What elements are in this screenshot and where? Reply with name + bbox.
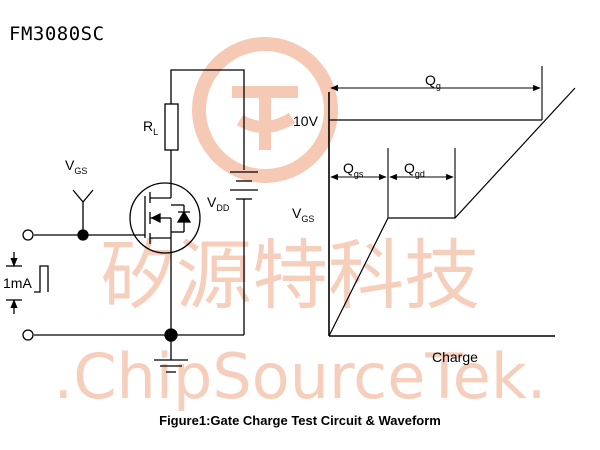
ten-volt-label: 10V [293,113,319,129]
vgs-axis-label: VGS [292,205,314,224]
figure-caption: Figure1:Gate Charge Test Circuit & Wavef… [159,413,441,428]
gate-terminal [22,229,34,241]
waveform-plot [328,66,576,337]
vdd-label: VDD [207,194,230,213]
gate-charge-curve [328,87,576,337]
watermark-latin: .ChipSourceTek. [54,340,547,413]
gate-junction [77,229,89,241]
rl-label: RL [143,118,158,137]
part-number: FM3080SC [9,23,105,45]
watermark: 矽源特科技 .ChipSourceTek. [54,37,547,413]
ground-icon [154,359,188,373]
mosfet-symbol [129,178,201,258]
qg-label: Qg [425,72,441,91]
current-label: 1mA [3,275,32,291]
qgd-label: Qgd [404,160,425,179]
qgs-label: Qgs [343,160,364,179]
source-terminal [22,329,34,341]
load-resistor [164,103,179,151]
charge-axis-label: Charge [432,349,478,365]
source-junction [164,328,178,342]
watermark-chinese: 矽源特科技 [100,231,480,320]
watermark-logo [192,37,338,183]
vdd-battery [230,171,258,335]
gate-pulse-source [6,252,49,314]
vgs-probe-label: VGS [65,157,87,176]
test-circuit [6,69,258,373]
